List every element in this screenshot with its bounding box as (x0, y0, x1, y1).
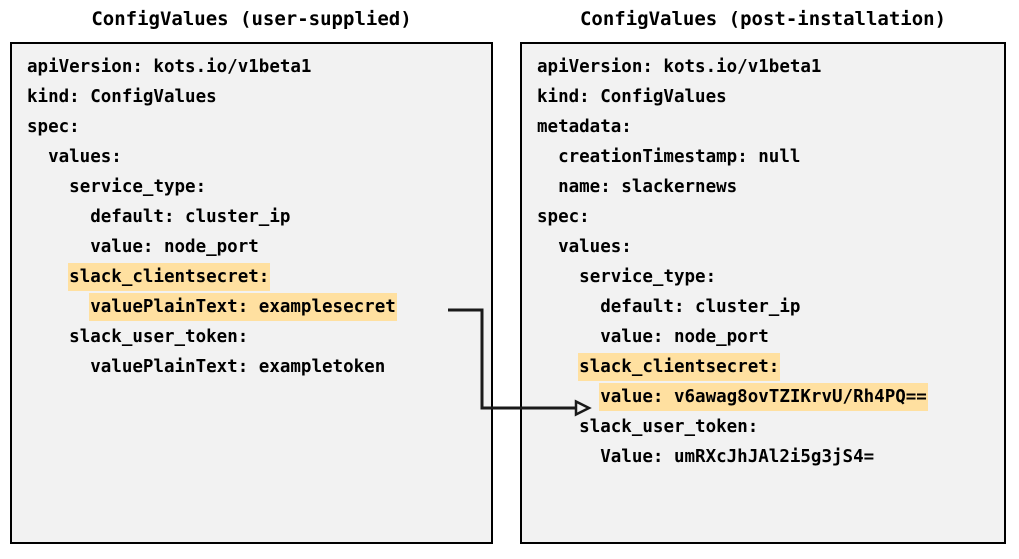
yaml-line: values: (522, 232, 1004, 262)
yaml-line: slack_clientsecret: (522, 352, 1004, 382)
indent-spacer (24, 173, 68, 201)
yaml-line-text-highlighted: slack_clientsecret: (578, 353, 781, 381)
yaml-line-text: name: slackernews (558, 177, 738, 197)
indent-spacer (534, 413, 578, 441)
yaml-line-text: kind: ConfigValues (27, 87, 217, 107)
indent-spacer (534, 323, 599, 351)
indent-spacer (24, 263, 68, 291)
yaml-line-text: Value: umRXcJhJAl2i5g3jS4= (600, 447, 875, 467)
yaml-line-text-highlighted: value: v6awag8ovTZIKrvU/Rh4PQ== (599, 383, 928, 411)
yaml-line-text: apiVersion: kots.io/v1beta1 (537, 57, 822, 77)
indent-spacer (534, 173, 557, 201)
indent-spacer (24, 293, 89, 321)
indent-spacer (24, 353, 89, 381)
yaml-line-text-highlighted: valuePlainText: examplesecret (89, 293, 397, 321)
indent-spacer (24, 323, 68, 351)
yaml-line-text: kind: ConfigValues (537, 87, 727, 107)
config-values-post-installation-panel: apiVersion: kots.io/v1beta1 kind: ConfigV… (520, 42, 1006, 544)
yaml-line-text: spec: (27, 117, 80, 137)
yaml-line: valuePlainText: examplesecret (12, 292, 491, 322)
config-values-user-supplied-panel: apiVersion: kots.io/v1beta1 kind: ConfigV… (10, 42, 493, 544)
yaml-line: valuePlainText: exampletoken (12, 352, 491, 382)
yaml-line: Value: umRXcJhJAl2i5g3jS4= (522, 442, 1004, 472)
yaml-line: spec: (12, 112, 491, 142)
indent-spacer (534, 383, 599, 411)
indent-spacer (534, 443, 599, 471)
panel-title-user-supplied: ConfigValues (user-supplied) (91, 8, 412, 30)
yaml-code-block-user-supplied: apiVersion: kots.io/v1beta1 kind: ConfigV… (12, 44, 491, 542)
yaml-line-text: service_type: (579, 267, 717, 287)
yaml-line-text: value: node_port (600, 327, 769, 347)
indent-spacer (24, 233, 89, 261)
yaml-line: value: v6awag8ovTZIKrvU/Rh4PQ== (522, 382, 1004, 412)
yaml-line: apiVersion: kots.io/v1beta1 (12, 52, 491, 82)
yaml-line-text: metadata: (537, 117, 632, 137)
yaml-line: slack_clientsecret: (12, 262, 491, 292)
yaml-line-text: slack_user_token: (579, 417, 759, 437)
indent-spacer (24, 203, 89, 231)
yaml-line-text: apiVersion: kots.io/v1beta1 (27, 57, 312, 77)
yaml-line: value: node_port (522, 322, 1004, 352)
yaml-line: kind: ConfigValues (522, 82, 1004, 112)
yaml-line-text: valuePlainText: exampletoken (90, 357, 386, 377)
yaml-line: kind: ConfigValues (12, 82, 491, 112)
yaml-line-text: values: (558, 237, 632, 257)
yaml-line: values: (12, 142, 491, 172)
yaml-line-text: values: (48, 147, 122, 167)
yaml-code-block-post-installation: apiVersion: kots.io/v1beta1 kind: ConfigV… (522, 44, 1004, 542)
yaml-line: apiVersion: kots.io/v1beta1 (522, 52, 1004, 82)
indent-spacer (534, 143, 557, 171)
yaml-line-text: service_type: (69, 177, 207, 197)
yaml-line: spec: (522, 202, 1004, 232)
yaml-line: name: slackernews (522, 172, 1004, 202)
yaml-line-text: value: node_port (90, 237, 259, 257)
yaml-line-text: default: cluster_ip (90, 207, 291, 227)
yaml-line: default: cluster_ip (12, 202, 491, 232)
yaml-line: slack_user_token: (12, 322, 491, 352)
yaml-line: metadata: (522, 112, 1004, 142)
indent-spacer (534, 353, 578, 381)
yaml-line-text: spec: (537, 207, 590, 227)
indent-spacer (534, 293, 599, 321)
yaml-line: service_type: (522, 262, 1004, 292)
yaml-line: value: node_port (12, 232, 491, 262)
yaml-line-text: slack_user_token: (69, 327, 249, 347)
indent-spacer (24, 143, 47, 171)
yaml-line-text-highlighted: slack_clientsecret: (68, 263, 271, 291)
yaml-line: creationTimestamp: null (522, 142, 1004, 172)
yaml-line: service_type: (12, 172, 491, 202)
indent-spacer (534, 233, 557, 261)
yaml-line: default: cluster_ip (522, 292, 1004, 322)
panel-title-post-installation: ConfigValues (post-installation) (579, 8, 947, 30)
yaml-line: slack_user_token: (522, 412, 1004, 442)
yaml-line-text: creationTimestamp: null (558, 147, 801, 167)
yaml-line-text: default: cluster_ip (600, 297, 801, 317)
indent-spacer (534, 263, 578, 291)
